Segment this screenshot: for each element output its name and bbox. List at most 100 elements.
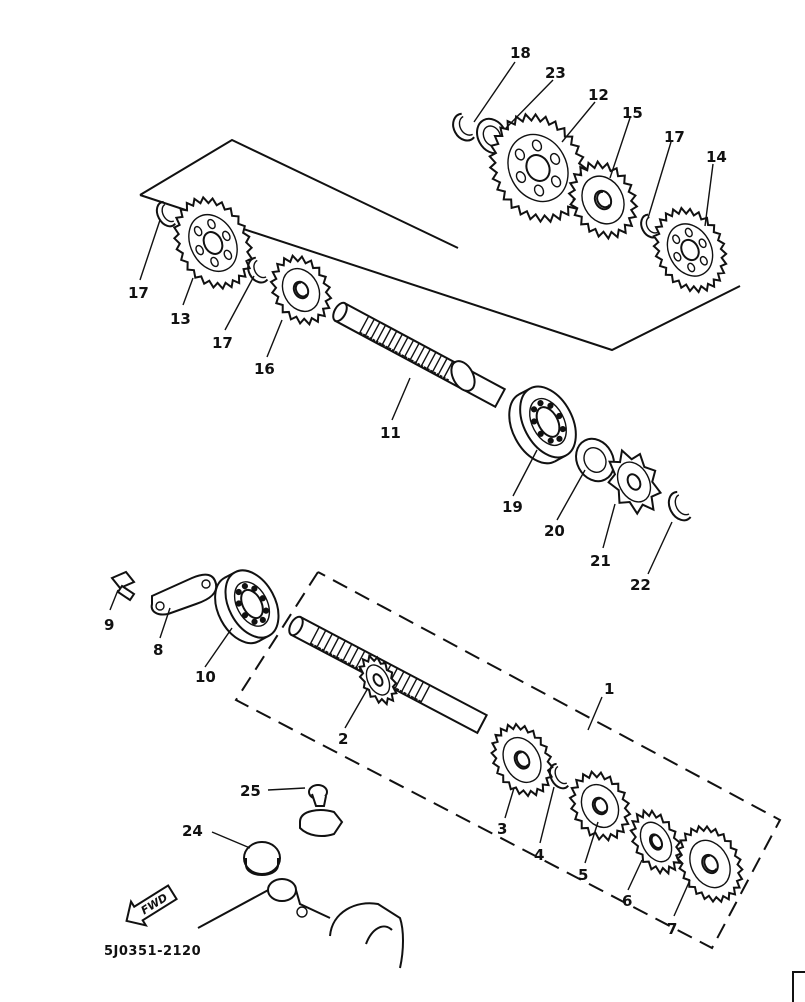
- countershaft-11-groove: [403, 339, 415, 359]
- bearing-10: [214, 569, 280, 645]
- gear-7-circlip: [703, 854, 718, 873]
- countershaft-11-spline: [439, 374, 443, 378]
- plate-8-hole: [201, 579, 211, 589]
- callout-17-middle: 17: [212, 334, 233, 352]
- gear-6-bore: [648, 833, 664, 851]
- countershaft-11-end: [332, 301, 348, 323]
- bearing-19-ball: [547, 402, 554, 409]
- circlip-17-mid: [247, 256, 269, 284]
- callout-8: 8: [153, 641, 163, 659]
- callout-19: 19: [502, 498, 523, 516]
- plate-8: [150, 573, 218, 616]
- circlip-17-left-inner: [161, 203, 175, 223]
- gear-3-circlip: [515, 751, 530, 768]
- mainshaft-2-groove: [348, 647, 359, 666]
- countershaft-11-spline: [394, 350, 398, 354]
- countershaft-11-spline: [423, 366, 427, 369]
- gear-14-bore: [680, 238, 700, 262]
- gear-15-circlip: [596, 190, 611, 209]
- shaft-11-collar: [450, 360, 476, 392]
- gear-12-hole: [550, 175, 562, 188]
- gear-14-hole: [673, 251, 682, 262]
- circlip-18-outer: [452, 112, 475, 142]
- gear-13-teeth: [172, 195, 254, 291]
- countershaft-11-groove: [425, 351, 437, 371]
- circlip-18: [452, 112, 475, 142]
- countershaft-11-groove: [442, 360, 454, 380]
- countershaft-11-groove: [364, 318, 375, 338]
- cap-24-side: [245, 858, 279, 876]
- countershaft-11-spline: [372, 338, 376, 342]
- gear-12-hole: [533, 184, 545, 197]
- bearing-10-ball: [241, 612, 249, 619]
- circlip-18-inner: [458, 115, 473, 136]
- circlip-4-inner: [554, 765, 568, 785]
- gear-15: [567, 159, 639, 241]
- mainshaft-2-spline: [317, 646, 322, 650]
- callout-9: 9: [104, 616, 114, 634]
- gear-14-hole: [699, 255, 708, 266]
- mainshaft-2-groove: [341, 643, 353, 663]
- gear-16-web: [281, 267, 321, 313]
- gear-7-web: [689, 839, 731, 889]
- mainshaft-2-groove: [309, 626, 320, 645]
- callout-5: 5: [578, 866, 588, 884]
- callout-1: 1: [604, 680, 614, 698]
- seal-20-inner: [583, 447, 607, 473]
- gear-15-teeth: [567, 159, 639, 241]
- bearing-19-ball: [537, 400, 544, 407]
- gear-13-hole: [207, 218, 216, 230]
- circlip-4-outer: [548, 762, 569, 790]
- mainshaft-2-groove: [322, 633, 333, 652]
- mainshaft-2-spline: [410, 695, 415, 699]
- bearing-10-ball: [235, 600, 242, 607]
- bolt-9: [110, 570, 136, 602]
- circlip-17-top-inner: [645, 216, 658, 234]
- countershaft-11-groove: [437, 357, 448, 377]
- gear-13-hole: [222, 230, 231, 242]
- countershaft-11-spline: [417, 362, 421, 366]
- callout-14: 14: [706, 148, 727, 166]
- gear-15-web: [581, 175, 625, 225]
- gear-3-web: [502, 736, 542, 784]
- circlip-17-mid-inner: [253, 259, 267, 279]
- drawing-code: 5J0351-2120: [104, 944, 201, 959]
- callout-15: 15: [622, 104, 643, 122]
- callout-20: 20: [544, 522, 565, 540]
- gear-16: [269, 253, 333, 327]
- gear-6-web: [639, 821, 673, 863]
- bearing-19-ball: [531, 418, 538, 425]
- assembly-1-frame: [234, 571, 782, 950]
- gear-14-teeth: [652, 206, 728, 294]
- gear-16-bore: [292, 280, 310, 300]
- mainshaft-2-groove: [315, 630, 327, 649]
- bearing-10-ball: [251, 585, 258, 592]
- countershaft-11-groove: [386, 330, 398, 350]
- leader-lines: [109, 61, 714, 917]
- gear-13-bore: [202, 231, 224, 255]
- mainshaft-2-spline: [395, 687, 400, 691]
- bearing-10-ball: [259, 616, 266, 624]
- mainshaft-2-spline: [351, 664, 355, 667]
- mainshaft-2-spline: [332, 654, 337, 658]
- callout-7: 7: [667, 920, 677, 938]
- bearing-19-ball: [547, 437, 554, 444]
- callout-6: 6: [622, 892, 632, 910]
- countershaft-11-spline: [366, 335, 370, 338]
- upper-frame-line: [139, 138, 741, 352]
- mainshaft-2-groove: [413, 681, 425, 700]
- mainshaft-2-groove: [328, 636, 340, 656]
- bearing-19: [508, 385, 577, 465]
- callout-21: 21: [590, 552, 611, 570]
- countershaft-11-groove: [381, 327, 392, 347]
- callout-10: 10: [195, 668, 216, 686]
- countershaft-11-groove: [420, 348, 431, 368]
- gear-2-integrated-web: [365, 664, 391, 696]
- gear-12-hole: [531, 139, 543, 152]
- callout-23: 23: [545, 64, 566, 82]
- circlip-22-outer: [667, 490, 692, 522]
- gear-2-integrated-bore: [372, 673, 384, 687]
- sprocket-21-web: [616, 461, 652, 503]
- gear-3: [490, 722, 554, 798]
- gear-13-hole: [193, 225, 203, 237]
